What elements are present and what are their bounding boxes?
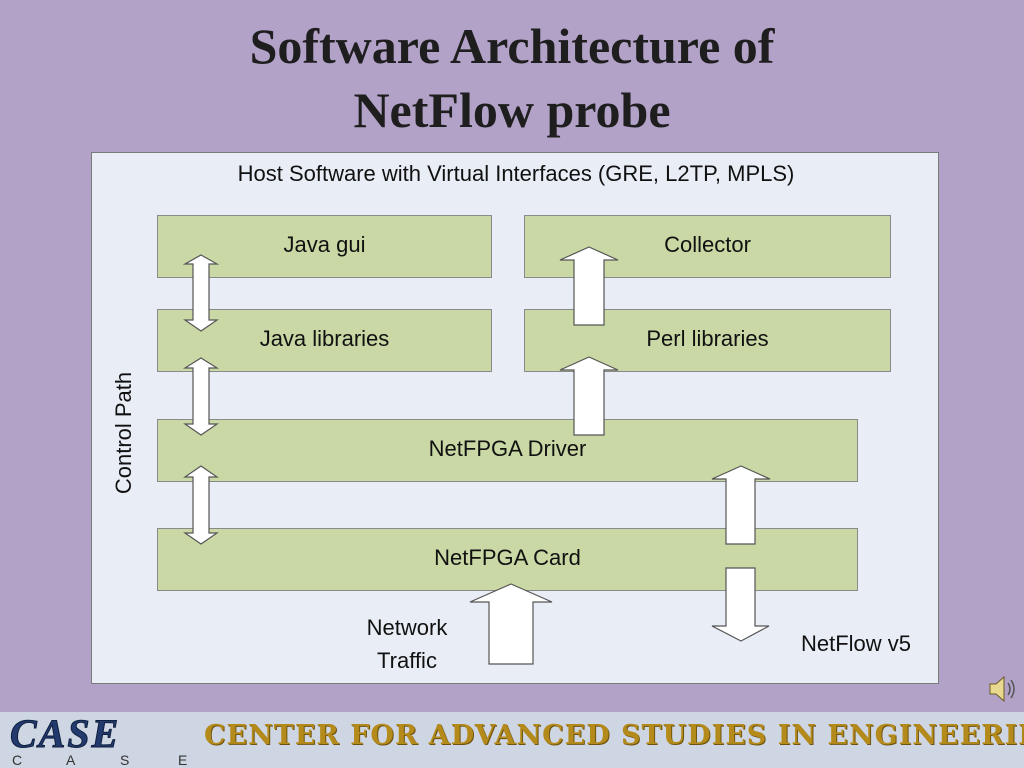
logo-letter-s: S [120,752,130,768]
architecture-diagram: Host Software with Virtual Interfaces (G… [91,152,939,684]
double-arrow-libraries-driver [182,357,220,436]
logo-letter-e: E [178,752,188,768]
diagram-arrows [182,246,771,665]
case-logo: CASE [10,716,120,752]
double-arrow-gui-libraries [182,254,220,332]
netfpga-driver-label: NetFPGA Driver [428,436,587,461]
network-traffic-line2: Traffic [377,648,437,673]
netfpga-driver-box: NetFPGA Driver [157,419,858,482]
speaker-icon[interactable] [986,672,1020,706]
netflow-v5-label: NetFlow v5 [800,631,912,656]
slide-title-line1: Software Architecture of [249,18,775,74]
netflow-output-arrow [711,567,770,642]
network-traffic-label: Network Traffic [347,611,467,677]
up-arrow-card-driver [711,465,771,545]
logo-letter-a: A [66,752,76,768]
perl-libraries-label: Perl libraries [646,326,769,351]
netfpga-card-label: NetFPGA Card [434,545,581,570]
slide-title-line2: NetFlow probe [353,82,671,138]
network-traffic-line1: Network [366,615,448,640]
host-software-label: Host Software with Virtual Interfaces (G… [237,161,795,186]
control-path-text: Control Path [111,371,136,495]
svg-text:CASE: CASE [10,716,120,752]
slide-title: Software Architecture of NetFlow probe [0,14,1024,142]
java-libraries-label: Java libraries [259,326,390,351]
up-arrow-driver-perl [559,356,619,436]
double-arrow-driver-card [183,465,219,545]
java-gui-box: Java gui [157,215,492,278]
banner-text: CENTER FOR ADVANCED STUDIES IN ENGINEERI… [204,720,1024,751]
network-traffic-arrow [469,583,553,665]
footer-banner: CASE C A S E CENTER FOR ADVANCED STUDIES… [0,712,1024,768]
java-gui-label: Java gui [283,232,366,257]
up-arrow-perl-collector [559,246,619,326]
logo-letter-c: C [12,752,23,768]
collector-label: Collector [664,232,751,257]
